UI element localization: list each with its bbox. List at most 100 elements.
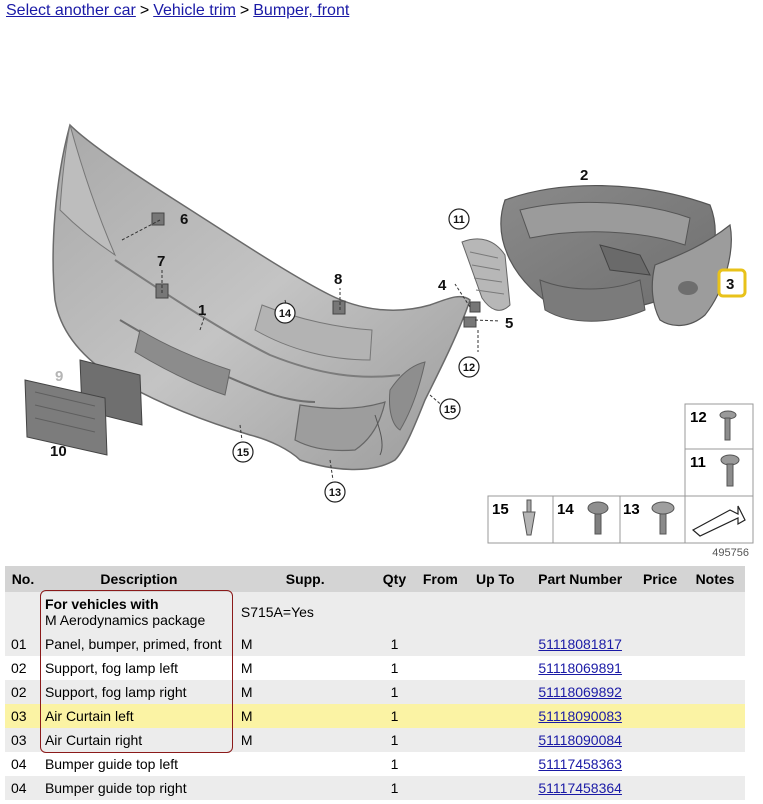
group-description: For vehicles with M Aerodynamics package <box>40 592 237 632</box>
part-number-link[interactable]: 51118069891 <box>538 660 622 676</box>
row-supp <box>236 776 374 800</box>
table-group-row: For vehicles with M Aerodynamics package… <box>5 592 745 632</box>
row-qty: 1 <box>373 704 416 728</box>
bracket-8-illustration <box>332 300 346 315</box>
column-header-notes: Notes <box>685 566 745 592</box>
breadcrumb-bumper-front-link[interactable]: Bumper, front <box>253 2 350 19</box>
row-description: Bumper guide top left <box>40 752 237 776</box>
parts-diagram: 2 6 7 8 4 5 1 10 9 3 11 14 12 15 15 13 <box>0 30 763 562</box>
column-header-supp: Supp. <box>236 566 374 592</box>
row-description: Support, fog lamp left <box>40 656 237 680</box>
breadcrumb-separator: > <box>239 2 250 19</box>
column-header-price: Price <box>635 566 686 592</box>
callout-1: 1 <box>198 302 206 319</box>
callout-13: 13 <box>329 487 341 499</box>
column-header-from: From <box>415 566 466 592</box>
table-row: 04 Bumper guide top left 1 51117458363 <box>5 752 745 776</box>
column-header-no: No. <box>5 566 41 592</box>
row-no: 04 <box>5 776 41 800</box>
row-supp <box>236 752 374 776</box>
column-header-up-to: Up To <box>465 566 526 592</box>
row-no: 02 <box>5 680 41 704</box>
breadcrumb-separator: > <box>139 2 150 19</box>
group-title: For vehicles with <box>44 596 159 612</box>
legend-label-15: 15 <box>492 501 509 518</box>
callout-2: 2 <box>580 167 588 184</box>
column-header-description: Description <box>40 566 237 592</box>
bracket-6-illustration <box>151 212 165 226</box>
row-qty: 1 <box>373 776 416 800</box>
row-supp: M <box>236 728 374 752</box>
table-row-highlighted: 03 Air Curtain left M 1 51118090083 <box>5 704 745 728</box>
circled-callouts: 11 14 12 15 15 13 <box>232 208 480 503</box>
row-no: 01 <box>5 632 41 656</box>
row-description: Bumper guide top right <box>40 776 237 800</box>
row-qty: 1 <box>373 632 416 656</box>
callout-9: 9 <box>55 368 63 385</box>
legend-label-11: 11 <box>690 454 706 471</box>
column-header-part-number: Part Number <box>525 566 636 592</box>
part-number-link[interactable]: 51118090083 <box>538 708 622 724</box>
legend-label-12: 12 <box>690 409 707 426</box>
part-number-link[interactable]: 51118081817 <box>538 636 622 652</box>
callout-12: 12 <box>463 362 475 374</box>
row-description: Panel, bumper, primed, front <box>40 632 237 656</box>
direction-arrow-icon <box>691 505 746 537</box>
callout-11: 11 <box>453 214 465 226</box>
callout-6: 6 <box>180 211 188 228</box>
row-description: Air Curtain right <box>40 728 237 752</box>
breadcrumb-select-car-link[interactable]: Select another car <box>6 2 136 19</box>
bumper-guide-illustration <box>461 238 511 311</box>
callout-3-highlight <box>717 268 747 298</box>
row-no: 04 <box>5 752 41 776</box>
legend-label-13: 13 <box>623 501 640 518</box>
row-description: Air Curtain left <box>40 704 237 728</box>
part-number-link[interactable]: 51117458363 <box>538 756 622 772</box>
part-number-link[interactable]: 51118090084 <box>538 732 622 748</box>
group-supp: S715A=Yes <box>236 592 374 632</box>
row-supp: M <box>236 656 374 680</box>
parts-table-header-row: No. Description Supp. Qty From Up To Par… <box>5 566 745 592</box>
license-plate-base-illustration <box>24 359 143 456</box>
callout-10: 10 <box>50 443 67 460</box>
column-header-qty: Qty <box>373 566 416 592</box>
air-curtain-illustration <box>651 223 732 326</box>
breadcrumb: Select another car>Vehicle trim>Bumper, … <box>6 1 349 21</box>
row-supp: M <box>236 680 374 704</box>
row-supp: M <box>236 704 374 728</box>
clip-4-illustration <box>469 301 481 313</box>
callout-14: 14 <box>279 308 292 320</box>
clip-5-illustration <box>463 316 477 328</box>
callout-15-bottom: 15 <box>237 447 249 459</box>
table-row: 03 Air Curtain right M 1 51118090084 <box>5 728 745 752</box>
group-subtitle: M Aerodynamics package <box>44 612 206 628</box>
table-row: 02 Support, fog lamp right M 1 511180698… <box>5 680 745 704</box>
callout-15-right: 15 <box>444 404 456 416</box>
parts-table: No. Description Supp. Qty From Up To Par… <box>5 566 745 800</box>
row-qty: 1 <box>373 656 416 680</box>
row-qty: 1 <box>373 728 416 752</box>
table-row: 02 Support, fog lamp left M 1 5111806989… <box>5 656 745 680</box>
row-qty: 1 <box>373 752 416 776</box>
callout-3: 3 <box>726 276 734 293</box>
row-qty: 1 <box>373 680 416 704</box>
callout-4: 4 <box>438 277 447 294</box>
callout-7: 7 <box>157 253 165 270</box>
table-row: 04 Bumper guide top right 1 51117458364 <box>5 776 745 800</box>
row-no: 02 <box>5 656 41 680</box>
row-no: 03 <box>5 704 41 728</box>
diagram-image-number: 495756 <box>712 547 749 559</box>
row-supp: M <box>236 632 374 656</box>
fastener-legend: 12 11 15 14 13 495756 <box>487 403 754 559</box>
breadcrumb-vehicle-trim-link[interactable]: Vehicle trim <box>153 2 236 19</box>
callout-5: 5 <box>505 315 513 332</box>
callout-labels: 2 6 7 8 4 5 1 10 9 <box>50 167 588 460</box>
row-no: 03 <box>5 728 41 752</box>
part-number-link[interactable]: 51118069892 <box>538 684 622 700</box>
legend-label-14: 14 <box>557 501 574 518</box>
table-row: 01 Panel, bumper, primed, front M 1 5111… <box>5 632 745 656</box>
part-number-link[interactable]: 51117458364 <box>538 780 622 796</box>
parts-diagram-svg: 2 6 7 8 4 5 1 10 9 3 11 14 12 15 15 13 <box>24 123 754 559</box>
row-description: Support, fog lamp right <box>40 680 237 704</box>
callout-8: 8 <box>334 271 342 288</box>
